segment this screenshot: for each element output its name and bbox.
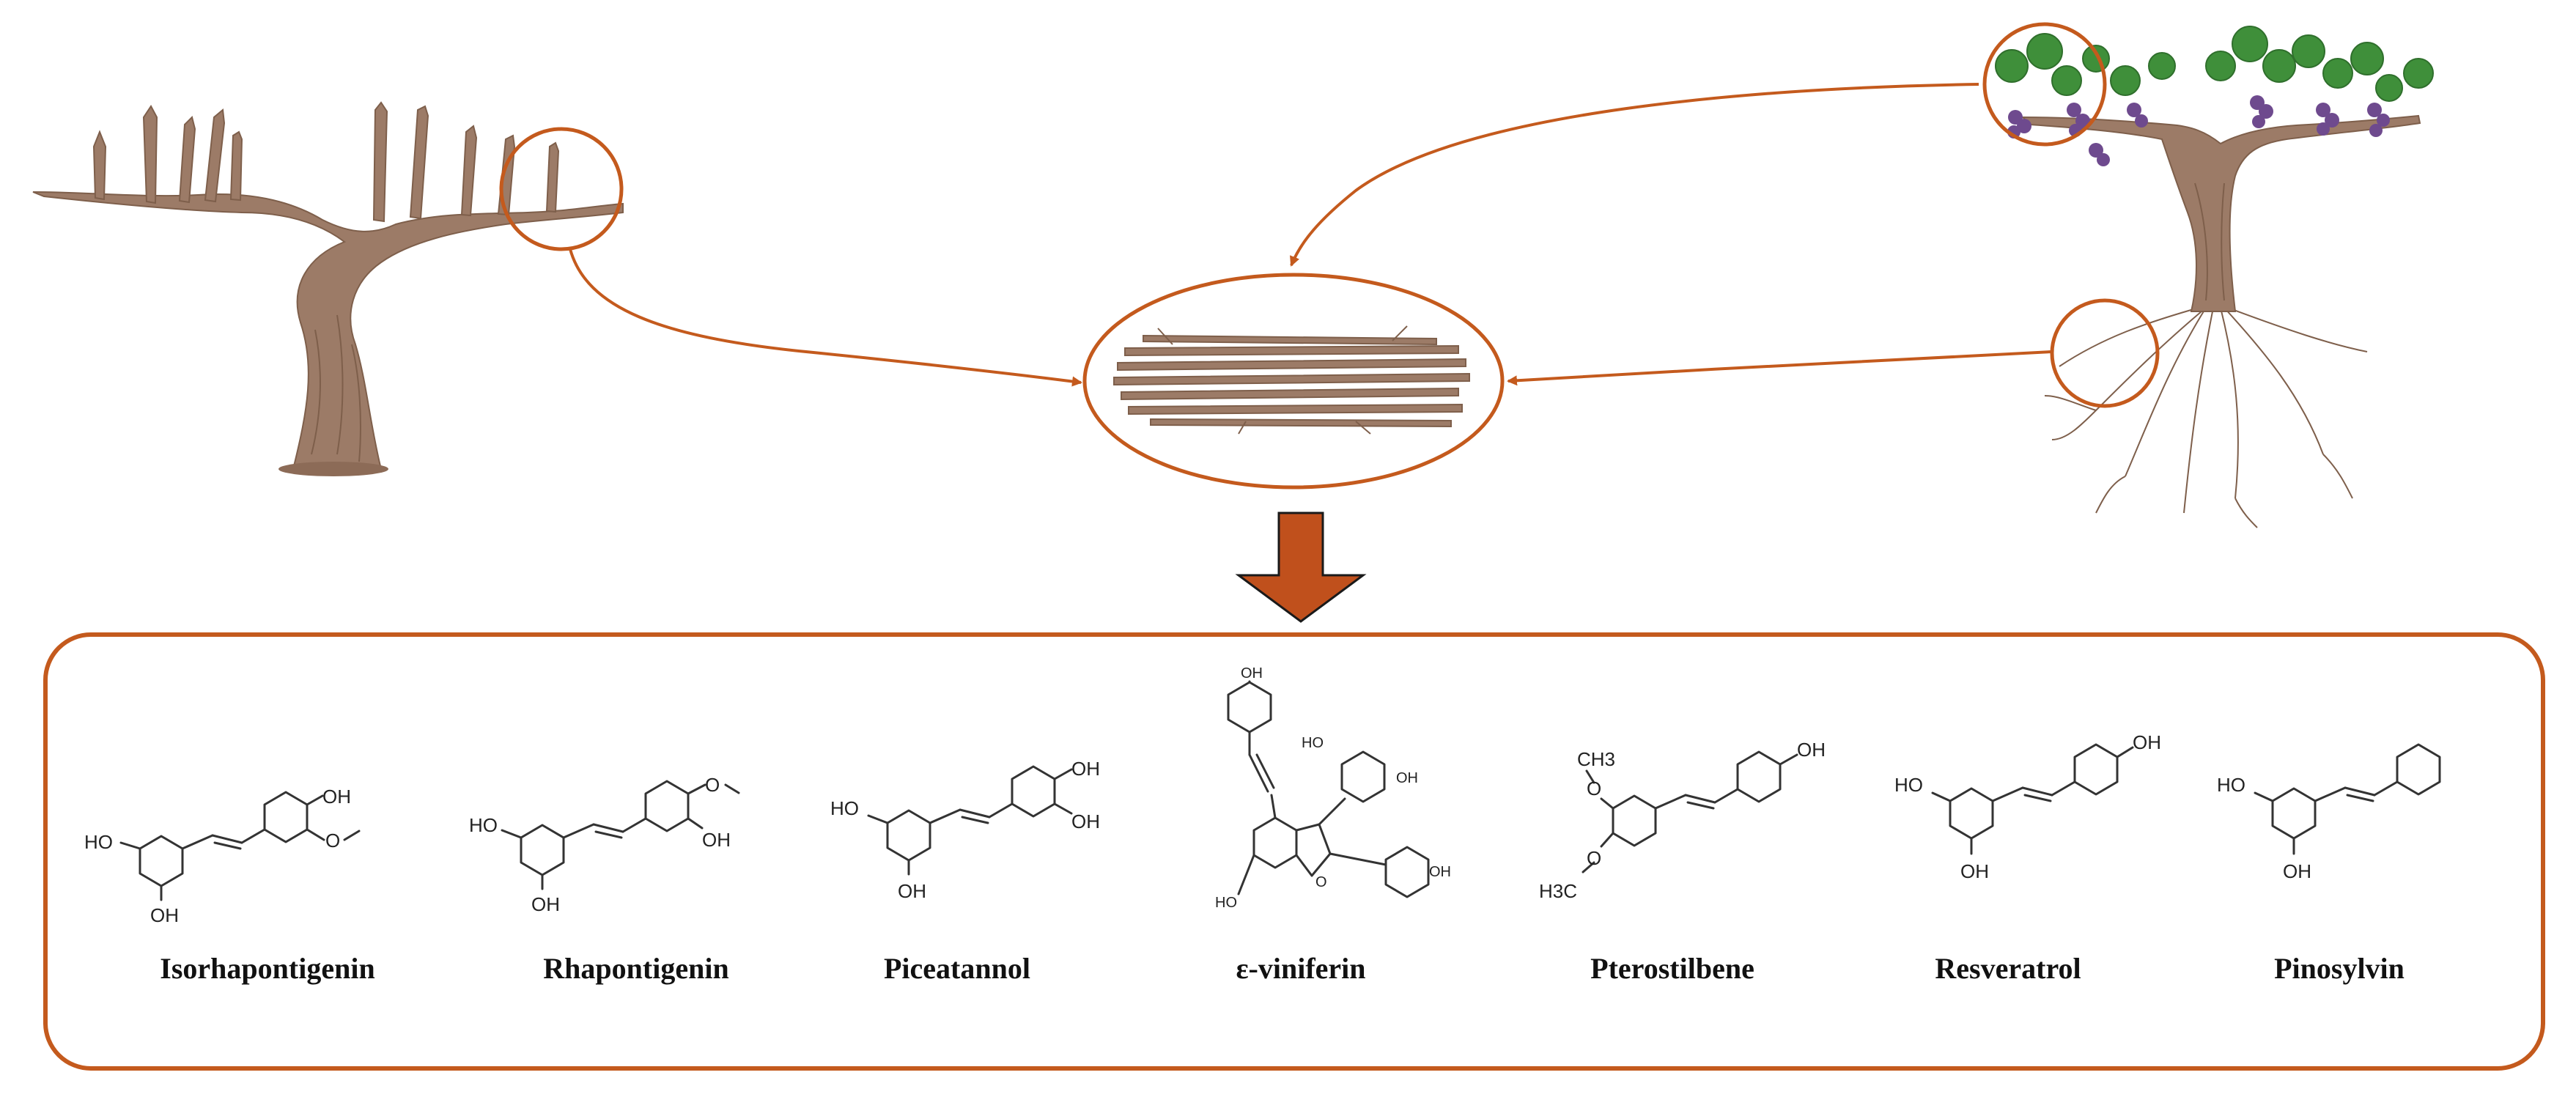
atom-oh: OH [1797,739,1826,761]
atom-oh: OH [322,786,351,808]
atom-ho: HO [469,814,498,836]
atom-oh: OH [1071,758,1100,780]
compound-name: ε-viniferin [1236,952,1365,985]
atom-ho: HO [830,797,859,819]
root-highlight-circle [2050,298,2160,408]
compound-name: Pinosylvin [2274,952,2405,985]
atom-h3c: H3C [1539,880,1577,902]
atom-ho: HO [84,831,113,853]
structure-piceatannol: HO OH OH OH Piceatannol [830,758,1100,985]
compound-name: Resveratrol [1935,952,2081,985]
atom-oh: OH [150,904,179,926]
canes-bundle-illustration [1113,325,1470,435]
structure-e-viniferin: OH HO OH HO O OH ε-viniferin [1215,665,1451,985]
atom-ho: HO [1215,895,1237,911]
arrow-pruned-to-canes [569,248,1082,387]
atom-ho: HO [1302,735,1324,751]
atom-oh: OH [2283,860,2311,882]
atom-oh: OH [1241,665,1263,682]
atom-ho: HO [1894,774,1923,796]
structure-isorhapontigenin: HO OH OH O Isorhapontigenin [84,786,375,985]
atom-oh: OH [531,893,560,915]
structure-pterostilbene: CH3 O O H3C OH Pterostilbene [1539,739,1826,985]
atom-oh: OH [2133,731,2161,753]
atom-ch3: CH3 [1577,748,1615,770]
pruned-vine-illustration [32,101,624,476]
grapevine-illustration [1995,26,2434,528]
pruned-vine-highlight-circle [499,127,624,251]
atom-oh: OH [1960,860,1989,882]
arrow-canopy-to-canes [1290,83,1979,267]
atom-o: O [1587,777,1601,799]
structure-rhapontigenin: HO OH O OH Rhapontigenin [469,774,740,985]
atom-o: O [1587,847,1601,869]
structure-resveratrol: HO OH OH Resveratrol [1894,731,2161,985]
arrow-root-to-canes [1507,350,2053,386]
atom-oh: OH [1396,770,1418,786]
atom-o: O [705,774,720,796]
canes-bundle-ellipse [1082,273,1505,490]
atom-ho: HO [2217,774,2245,796]
atom-o: O [1315,874,1327,890]
atom-oh: OH [1429,864,1451,880]
atom-oh: OH [1071,810,1100,832]
structure-pinosylvin: HO OH Pinosylvin [2217,743,2441,985]
compound-name: Piceatannol [884,952,1030,985]
grape-canopy-highlight-circle [1982,22,2107,147]
atom-o: O [325,830,340,852]
atom-oh: OH [702,829,731,851]
compound-name: Pterostilbene [1590,952,1754,985]
down-arrow-icon [1235,511,1367,623]
compound-name: Rhapontigenin [543,952,728,985]
atom-oh: OH [898,880,926,902]
compounds-panel [43,632,2545,1071]
compound-name: Isorhapontigenin [160,952,374,985]
